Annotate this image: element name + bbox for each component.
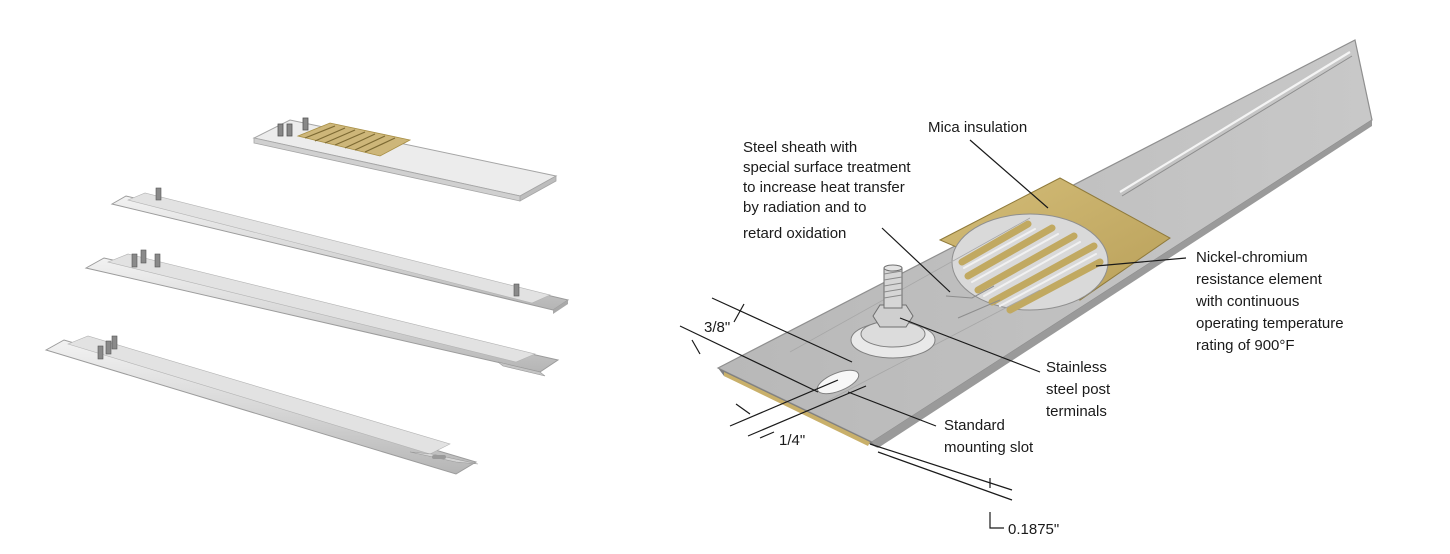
callout-line: with continuous — [1195, 293, 1299, 310]
svg-text:Nickel-chromium: Nickel-chromium — [1196, 249, 1308, 266]
dimension-lines — [679, 297, 1013, 529]
callout-line: special surface treatment — [743, 159, 911, 176]
open-heater-illustration — [252, 117, 558, 202]
svg-text:Stainless: Stainless — [1046, 359, 1107, 376]
callout-post-terminals: Stainless steel post terminals — [1046, 359, 1111, 420]
callout-mica-insulation: Mica insulation — [928, 119, 1027, 136]
post-terminal-illustration — [850, 264, 936, 359]
svg-text:special surface treatment: special surface treatment — [743, 159, 911, 176]
svg-text:resistance element: resistance element — [1196, 271, 1323, 288]
callout-nickel-chromium-element: Nickel-chromium resistance element with … — [1195, 249, 1344, 354]
svg-text:Mica insulation: Mica insulation — [928, 119, 1027, 136]
svg-text:retard oxidation: retard oxidation — [743, 225, 846, 242]
svg-text:operating temperature: operating temperature — [1196, 315, 1344, 332]
heater-cutaway-illustration — [716, 39, 1373, 448]
callout-mounting-slot: Standard mounting slot — [944, 417, 1034, 456]
svg-text:to increase heat transfer: to increase heat transfer — [743, 179, 905, 196]
svg-text:by radiation and to: by radiation and to — [743, 199, 866, 216]
callout-line: Nickel-chromium — [1196, 249, 1308, 266]
callout-line: Stainless — [1046, 359, 1107, 376]
mica-insulation-window — [938, 177, 1171, 314]
strip-heater-end-terminals — [110, 187, 570, 314]
callout-line: by radiation and to — [743, 199, 866, 216]
callout-line: resistance element — [1196, 271, 1323, 288]
dimension-slot-label: 1/4" — [779, 432, 805, 449]
heater-variants-illustration — [44, 117, 570, 475]
mounting-slot-illustration — [816, 369, 860, 395]
dimension-thickness-label: 0.1875" — [1008, 521, 1059, 538]
callout-line: Steel sheath with — [743, 139, 857, 156]
svg-text:rating of 900°F: rating of 900°F — [1196, 337, 1295, 354]
callout-line: terminals — [1046, 403, 1107, 420]
callout-line: operating temperature — [1196, 315, 1344, 332]
strip-heater-bent-end — [84, 249, 560, 377]
callout-line: Standard — [944, 417, 1005, 434]
callout-steel-sheath: Steel sheath with special surface treatm… — [743, 139, 911, 242]
callout-line: steel post — [1046, 381, 1111, 398]
callout-leaders — [847, 139, 1187, 427]
dimension-width-label: 3/8" — [704, 319, 730, 336]
svg-text:terminals: terminals — [1046, 403, 1107, 420]
svg-text:with continuous: with continuous — [1195, 293, 1299, 310]
callout-line: retard oxidation — [743, 225, 846, 242]
svg-text:Standard: Standard — [944, 417, 1005, 434]
nickel-chromium-element-ribbons — [958, 220, 1104, 314]
callout-line: rating of 900°F — [1196, 337, 1295, 354]
callout-line: Mica insulation — [928, 119, 1027, 136]
callout-line: mounting slot — [944, 439, 1034, 456]
svg-text:steel post: steel post — [1046, 381, 1111, 398]
svg-text:mounting slot: mounting slot — [944, 439, 1034, 456]
callout-line: to increase heat transfer — [743, 179, 905, 196]
strip-heater-slotted-tab — [44, 335, 479, 475]
svg-text:Steel sheath with: Steel sheath with — [743, 139, 857, 156]
